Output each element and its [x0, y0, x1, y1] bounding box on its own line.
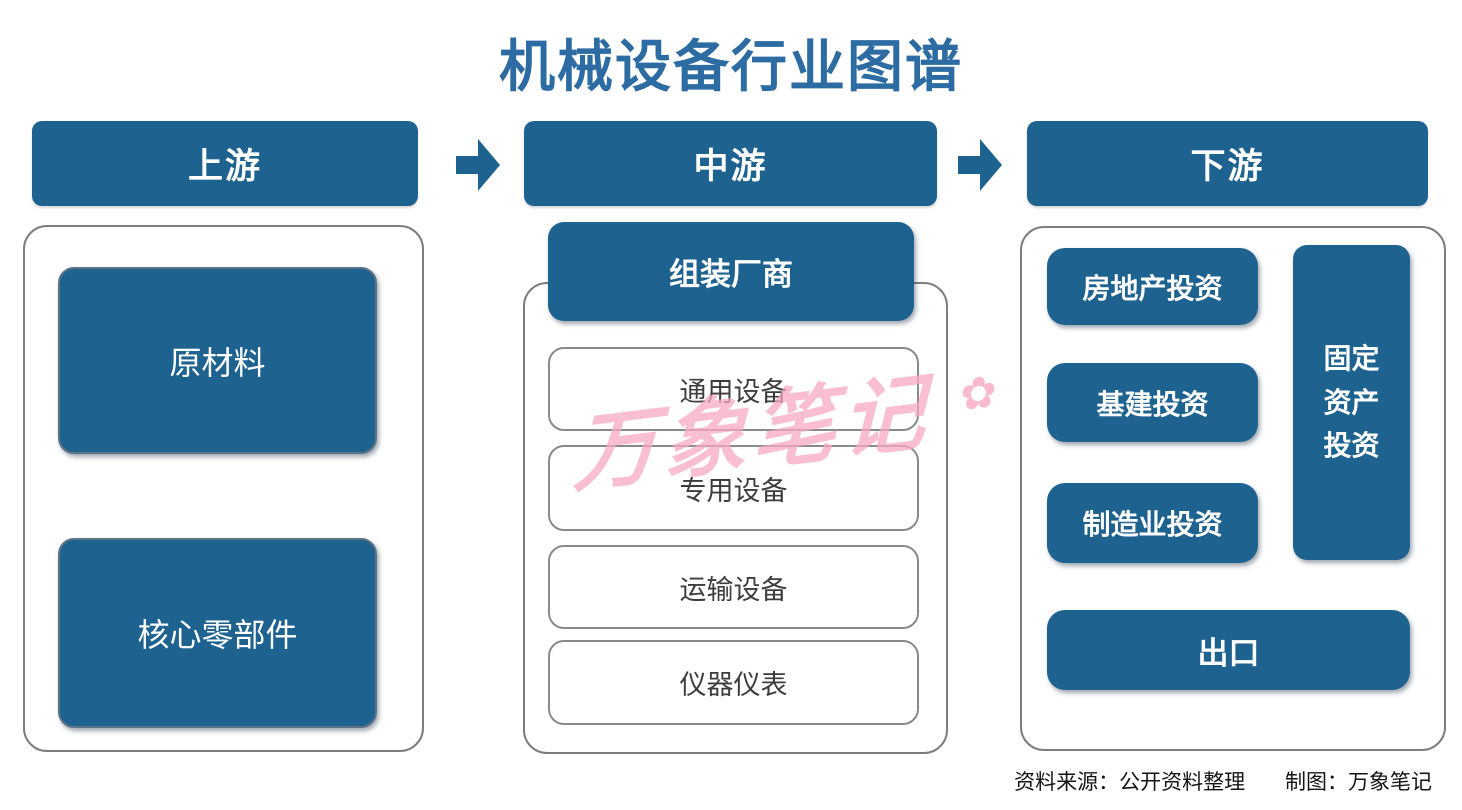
header-upstream: 上游	[32, 121, 418, 206]
header-midstream-label: 中游	[693, 147, 768, 186]
node-manufacturing-investment: 制造业投资	[1047, 483, 1258, 563]
node-core-components-label: 核心零部件	[137, 617, 298, 653]
footer-credits: 资料来源：公开资料整理 制图：万象笔记	[1014, 766, 1432, 796]
header-upstream-label: 上游	[187, 147, 262, 186]
footer-credit: 制图：万象笔记	[1285, 771, 1432, 794]
node-real-estate-investment: 房地产投资	[1047, 248, 1258, 325]
header-midstream: 中游	[524, 121, 937, 206]
header-downstream: 下游	[1027, 121, 1428, 206]
node-infrastructure-investment-label: 基建投资	[1096, 388, 1209, 420]
node-export: 出口	[1047, 610, 1410, 690]
node-export-label: 出口	[1197, 635, 1260, 671]
flower-icon: ✿	[959, 366, 998, 421]
node-general-equipment-label: 通用设备	[679, 376, 788, 407]
node-infrastructure-investment: 基建投资	[1047, 363, 1258, 442]
node-instruments-meters-label: 仪器仪表	[679, 670, 788, 700]
page-title: 机械设备行业图谱	[499, 35, 963, 98]
header-downstream-label: 下游	[1190, 147, 1265, 186]
node-general-equipment: 通用设备	[548, 347, 919, 431]
node-raw-materials-label: 原材料	[169, 344, 266, 381]
node-fixed-asset-investment-label: 固定资产投资	[1323, 343, 1380, 462]
node-fixed-asset-investment: 固定资产投资	[1293, 245, 1410, 560]
node-special-equipment-label: 专用设备	[679, 475, 788, 506]
footer-source: 资料来源：公开资料整理	[1014, 771, 1246, 794]
node-instruments-meters: 仪器仪表	[548, 640, 919, 725]
node-transport-equipment: 运输设备	[548, 545, 919, 629]
arrow-right-icon	[456, 139, 500, 191]
node-transport-equipment-label: 运输设备	[679, 574, 788, 605]
node-raw-materials: 原材料	[58, 267, 377, 454]
node-real-estate-investment-label: 房地产投资	[1082, 272, 1223, 304]
node-special-equipment: 专用设备	[548, 445, 919, 531]
node-assembly-manufacturers-label: 组装厂商	[669, 257, 793, 292]
node-core-components: 核心零部件	[58, 538, 377, 728]
node-assembly-manufacturers: 组装厂商	[548, 222, 914, 321]
node-manufacturing-investment-label: 制造业投资	[1082, 509, 1223, 540]
arrow-right-icon	[958, 139, 1002, 191]
